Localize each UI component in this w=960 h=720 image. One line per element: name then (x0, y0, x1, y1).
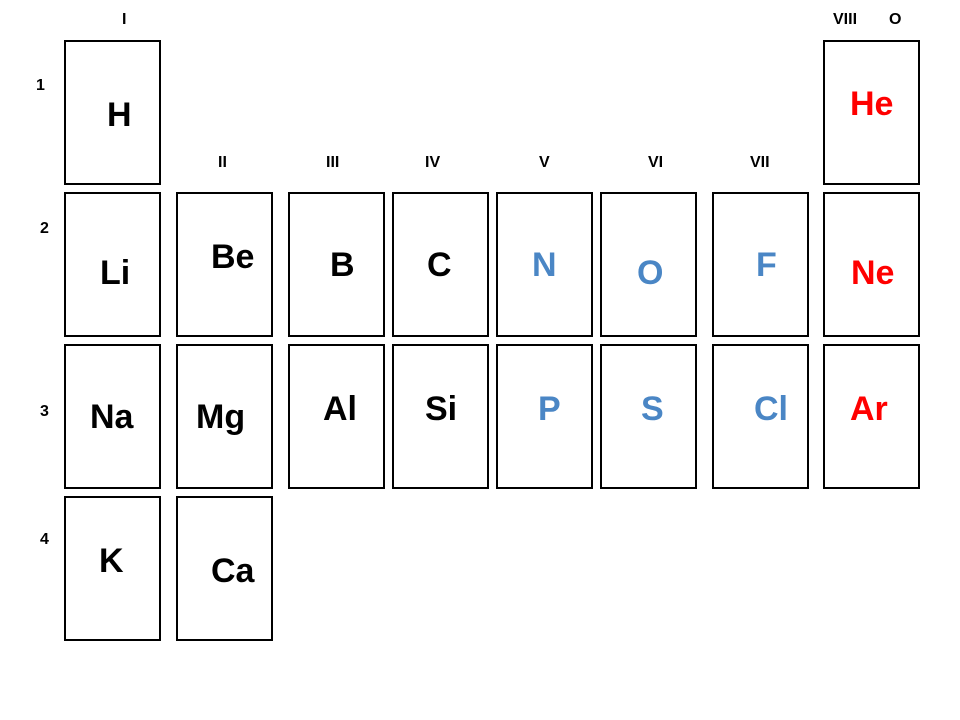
element-symbol-k: K (99, 542, 124, 580)
element-symbol-s: S (641, 390, 664, 428)
group-label-vii: VII (750, 154, 770, 171)
element-cell-f: F (712, 192, 809, 337)
element-symbol-ne: Ne (851, 254, 895, 292)
group-label-vi: VI (648, 154, 664, 171)
element-symbol-si: Si (425, 390, 458, 428)
group-label-iv: IV (425, 154, 441, 171)
element-symbol-be: Be (211, 238, 255, 276)
period-label-3: 3 (40, 403, 49, 420)
element-symbol-c: C (427, 246, 452, 284)
element-symbol-o: O (637, 254, 664, 292)
element-symbol-he: He (850, 85, 894, 123)
element-cell-be: Be (176, 192, 273, 337)
element-cell-na: Na (64, 344, 161, 489)
element-cell-al: Al (288, 344, 385, 489)
element-cell-n: N (496, 192, 593, 337)
period-label-2: 2 (40, 220, 49, 237)
element-symbol-f: F (756, 246, 777, 284)
element-cell-h: H (64, 40, 161, 185)
element-cell-ar: Ar (823, 344, 920, 489)
element-cell-p: P (496, 344, 593, 489)
element-cell-li: Li (64, 192, 161, 337)
element-symbol-li: Li (100, 254, 131, 292)
period-label-4: 4 (40, 531, 49, 548)
element-cell-ca: Ca (176, 496, 273, 641)
group-label-v: V (539, 154, 550, 171)
element-cell-si: Si (392, 344, 489, 489)
element-symbol-na: Na (90, 398, 134, 436)
group-label-viii: VIII (833, 11, 858, 28)
element-cell-s: S (600, 344, 697, 489)
element-symbol-p: P (538, 390, 561, 428)
element-cell-he: He (823, 40, 920, 185)
group-label-ii: II (218, 154, 227, 171)
period-label-1: 1 (36, 77, 45, 94)
group-label-i: I (122, 11, 127, 28)
element-cell-cl: Cl (712, 344, 809, 489)
element-cell-k: K (64, 496, 161, 641)
element-symbol-b: B (330, 246, 355, 284)
element-symbol-n: N (532, 246, 557, 284)
element-symbol-mg: Mg (196, 398, 246, 436)
element-cell-o: O (600, 192, 697, 337)
element-symbol-ar: Ar (850, 390, 888, 428)
group-label-o: O (889, 11, 902, 28)
element-symbol-al: Al (323, 390, 357, 428)
group-label-iii: III (326, 154, 340, 171)
element-symbol-cl: Cl (754, 390, 788, 428)
element-cell-ne: Ne (823, 192, 920, 337)
element-cell-b: B (288, 192, 385, 337)
element-cell-c: C (392, 192, 489, 337)
element-symbol-h: H (107, 96, 132, 134)
element-symbol-ca: Ca (211, 552, 255, 590)
element-cell-mg: Mg (176, 344, 273, 489)
